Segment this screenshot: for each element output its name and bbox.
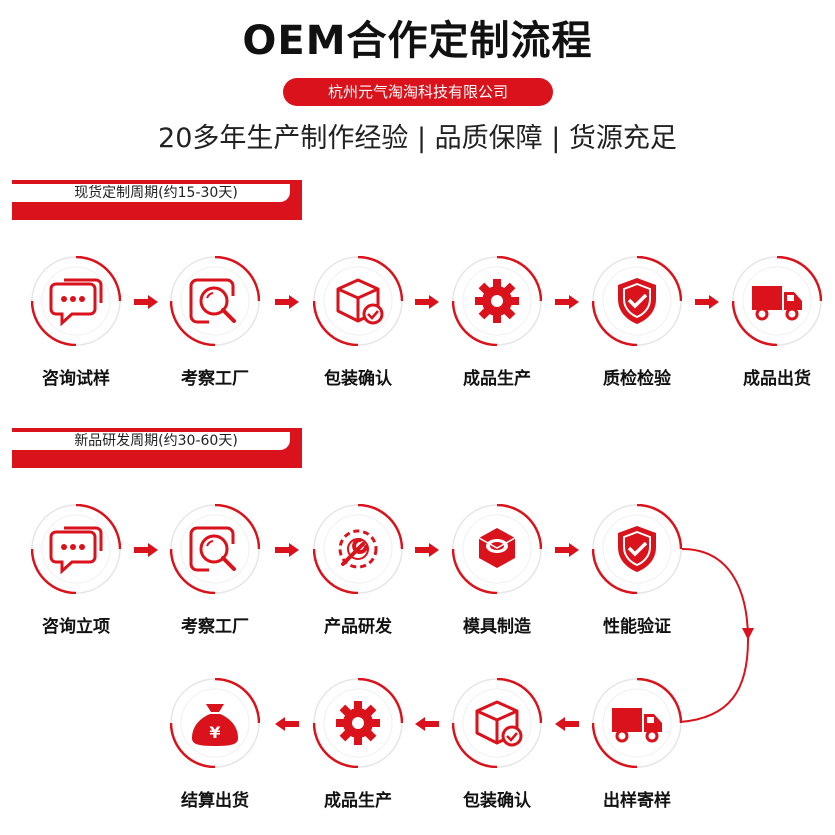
curved-connector [679,548,754,723]
step-settlement-shipment: 结算出货 [160,678,270,828]
arrow-right-icon [695,295,719,309]
step-production: 成品生产 [442,256,552,406]
section-label-new-product: 新品研发周期(约30-60天) [12,432,290,450]
step-packaging-confirm: 包装确认 [442,678,552,828]
step-label: 包装确认 [463,791,531,811]
step-label: 出样寄样 [603,791,671,811]
truck-icon [732,256,822,346]
arrow-right-icon [555,543,579,557]
step-sample-shipping: 出样寄样 [582,678,692,828]
step-label: 结算出货 [181,791,249,811]
arrow-left-icon [555,717,579,731]
gear-icon [313,678,403,768]
section-banner-stock: 现货定制周期(约15-30天) [12,180,302,220]
step-label: 模具制造 [463,617,531,637]
arrow-right-icon [555,295,579,309]
arrow-right-icon [134,295,158,309]
step-inspect-factory: 考察工厂 [160,256,270,406]
truck-icon [592,678,682,768]
wrench-gear-icon [313,504,403,594]
hex-nut-icon [452,504,542,594]
section-banner-new-product: 新品研发周期(约30-60天) [12,428,302,468]
tagline: 20多年生产制作经验 | 品质保障 | 货源充足 [158,123,677,154]
arrow-right-icon [275,295,299,309]
section-label-stock: 现货定制周期(约15-30天) [12,184,290,202]
magnifier-icon [170,256,260,346]
step-mold-making: 模具制造 [442,504,552,654]
arrow-right-icon [415,295,439,309]
shield-check-icon [592,256,682,346]
step-label: 性能验证 [603,617,671,637]
step-shipment: 成品出货 [722,256,832,406]
step-label: 产品研发 [324,617,392,637]
money-bag-icon [170,678,260,768]
company-badge: 杭州元气淘淘科技有限公司 [283,78,553,106]
step-label: 成品生产 [324,791,392,811]
arrow-left-icon [275,717,299,731]
arrow-right-icon [415,543,439,557]
step-consult-project: 咨询立项 [21,504,131,654]
box-check-icon [452,678,542,768]
step-production: 成品生产 [303,678,413,828]
arrow-right-icon [275,543,299,557]
gear-icon [452,256,542,346]
chat-bubbles-icon [31,504,121,594]
step-consult-sample: 咨询试样 [21,256,131,406]
step-label: 成品生产 [463,369,531,389]
magnifier-icon [170,504,260,594]
step-inspect-factory: 考察工厂 [160,504,270,654]
step-label: 包装确认 [324,369,392,389]
arrow-right-icon [134,543,158,557]
step-performance-verify: 性能验证 [582,504,692,654]
page-title: OEM合作定制流程 [242,18,593,64]
step-label: 质检检验 [603,369,671,389]
step-packaging-confirm: 包装确认 [303,256,413,406]
arrow-down-icon [742,628,754,640]
step-label: 成品出货 [743,369,811,389]
step-label: 咨询立项 [42,617,110,637]
step-product-rnd: 产品研发 [303,504,413,654]
step-label: 考察工厂 [181,617,249,637]
box-check-icon [313,256,403,346]
chat-bubbles-icon [31,256,121,346]
shield-check-icon [592,504,682,594]
step-label: 咨询试样 [42,369,110,389]
step-quality-inspection: 质检检验 [582,256,692,406]
step-label: 考察工厂 [181,369,249,389]
arrow-left-icon [415,717,439,731]
